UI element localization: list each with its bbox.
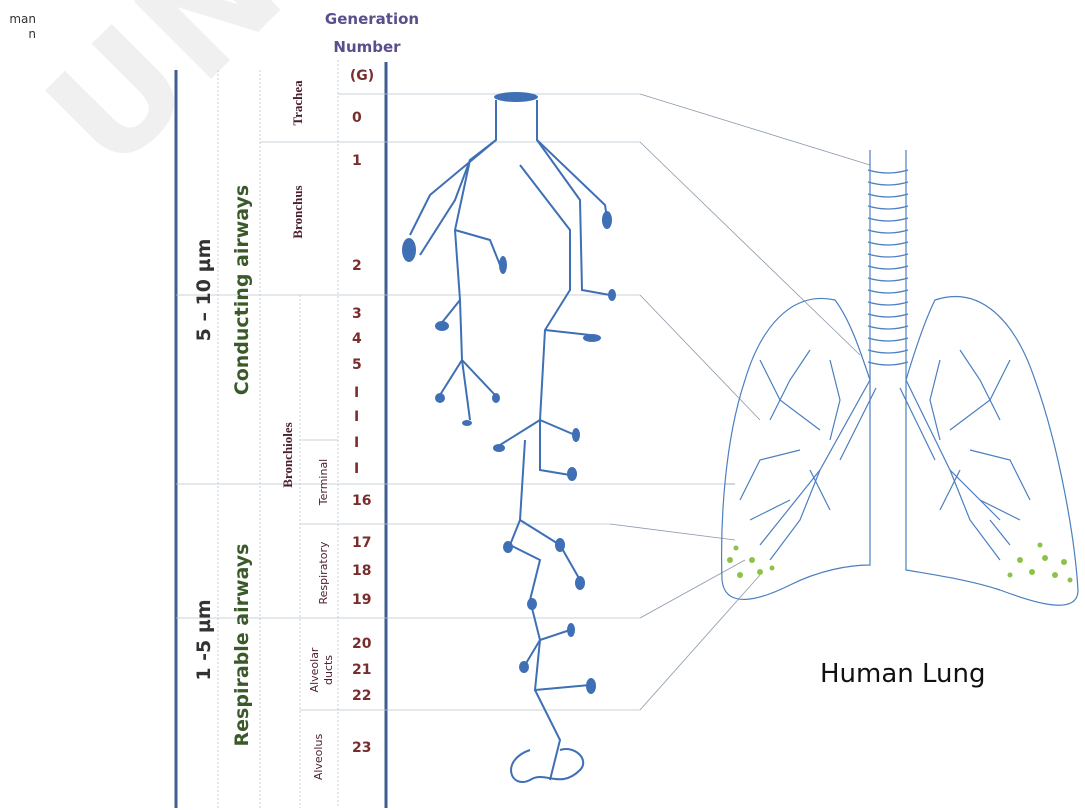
group-conducting: Conducting airways xyxy=(231,185,253,395)
region-bronchus: Bronchus xyxy=(290,185,305,238)
region-alveolar: Alveolar xyxy=(308,647,321,692)
size-label-lower: 1 -5 µm xyxy=(193,599,215,680)
header-number: Number xyxy=(333,38,401,56)
gen-21: 21 xyxy=(352,662,371,678)
gen-ellipsis-2: I xyxy=(354,409,359,425)
lung-title: Human Lung xyxy=(820,659,986,689)
gen-19: 19 xyxy=(352,592,371,608)
generation-numbers: 0 1 2 3 4 5 I I I I 16 17 18 19 20 21 22… xyxy=(352,110,372,756)
group-respirable: Respirable airways xyxy=(231,544,253,747)
leader-lines xyxy=(610,94,870,710)
gen-ellipsis-4: I xyxy=(354,461,359,477)
region-terminal: Terminal xyxy=(317,459,330,507)
gen-0: 0 xyxy=(352,110,362,126)
gen-ellipsis-3: I xyxy=(354,435,359,451)
region-bronchioles: Bronchioles xyxy=(280,422,295,488)
table-grid xyxy=(176,60,725,808)
header-g: (G) xyxy=(350,68,374,84)
airway-tree-illustration xyxy=(402,92,616,782)
gen-16: 16 xyxy=(352,493,371,509)
gen-17: 17 xyxy=(352,535,371,551)
gen-20: 20 xyxy=(352,636,372,652)
size-label-upper: 5 – 10 µm xyxy=(193,239,215,342)
gen-22: 22 xyxy=(352,688,371,704)
gen-1: 1 xyxy=(352,153,362,169)
gen-ellipsis-1: I xyxy=(354,385,359,401)
human-lung-illustration xyxy=(722,150,1078,605)
gen-5: 5 xyxy=(352,357,362,373)
gen-2: 2 xyxy=(352,258,362,274)
gen-23: 23 xyxy=(352,740,371,756)
region-alveolus: Alveolus xyxy=(312,734,325,781)
region-respiratory: Respiratory xyxy=(317,541,330,605)
gen-18: 18 xyxy=(352,563,371,579)
gen-4: 4 xyxy=(352,331,362,347)
region-ducts: ducts xyxy=(322,655,335,685)
gen-3: 3 xyxy=(352,306,362,322)
header-generation: Generation xyxy=(325,10,419,28)
region-trachea: Trachea xyxy=(290,80,305,126)
